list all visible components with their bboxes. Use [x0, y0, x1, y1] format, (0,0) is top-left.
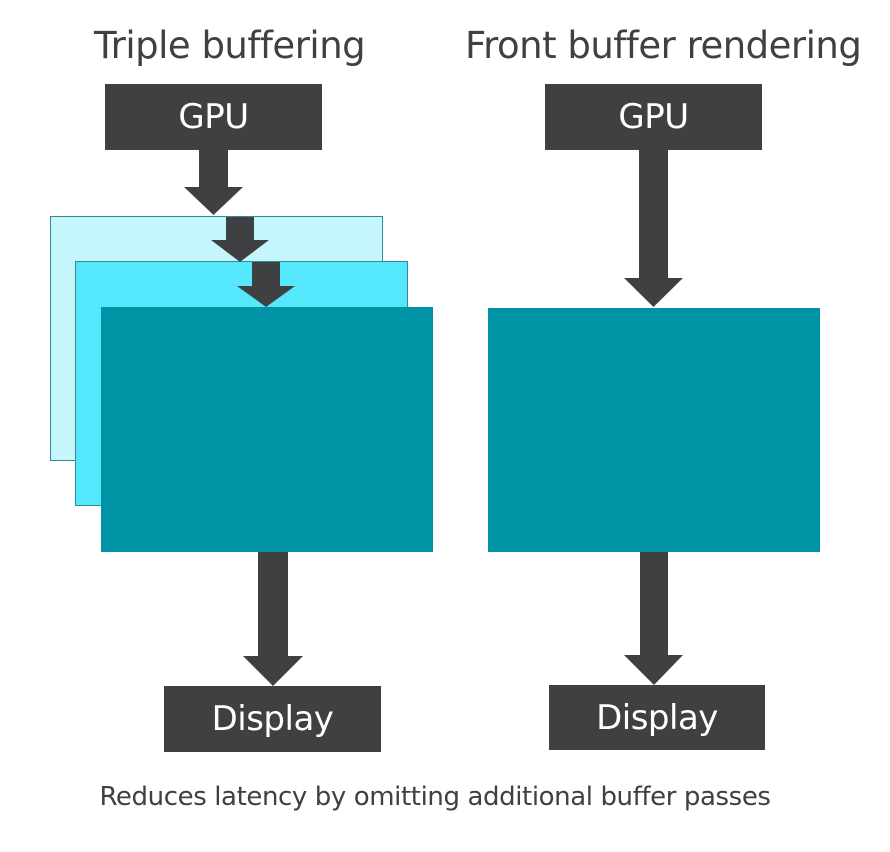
left-display-label: Display	[211, 699, 334, 739]
arrow-down-icon	[624, 150, 683, 307]
front-buffer-right	[488, 308, 820, 552]
front-buffer-left	[101, 307, 433, 552]
front-buffer-rendering-title: Front buffer rendering	[465, 24, 862, 67]
triple-buffering-title: Triple buffering	[94, 24, 366, 67]
arrow-down-icon	[243, 552, 303, 686]
right-display-box: Display	[549, 685, 765, 750]
right-display-label: Display	[596, 697, 718, 738]
arrow-down-icon	[624, 552, 683, 685]
arrow-down-icon	[184, 150, 243, 215]
left-gpu-box: GPU	[105, 84, 322, 150]
right-gpu-label: GPU	[618, 97, 689, 137]
caption: Reduces latency by omitting additional b…	[99, 782, 771, 812]
left-display-box: Display	[164, 686, 381, 752]
right-gpu-box: GPU	[545, 84, 762, 150]
left-gpu-label: GPU	[178, 97, 249, 137]
